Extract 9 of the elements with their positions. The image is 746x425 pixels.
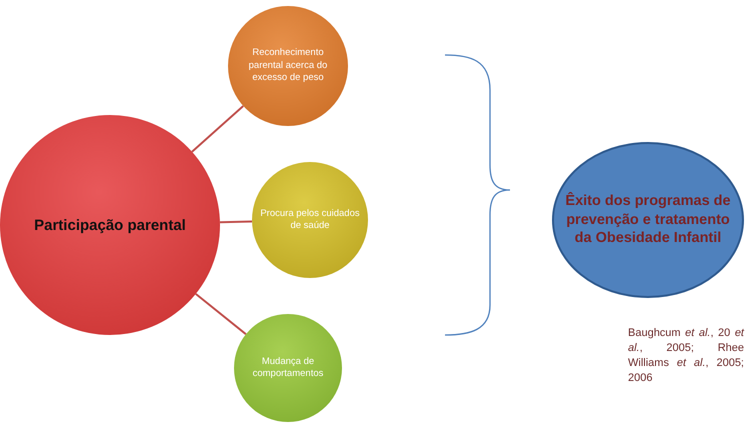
connector-line — [191, 105, 244, 152]
node-label: Reconhecimento parental acerca do excesso de peso — [248, 47, 328, 85]
citation-text: Baughcum et al., 20 et al., 2005; Rhee Williams et al., 2005; 2006 — [628, 326, 744, 386]
node-label: Participação parental — [34, 216, 186, 234]
node-label: Mudança de comportamentos — [252, 356, 324, 380]
node-label: Êxito dos programas de prevenção e tratamento da Obesidade Infantil — [564, 192, 732, 248]
connector-line — [195, 293, 247, 335]
node-label: Procura pelos cuidados de saúde — [259, 208, 361, 232]
connector-line — [220, 220, 252, 224]
